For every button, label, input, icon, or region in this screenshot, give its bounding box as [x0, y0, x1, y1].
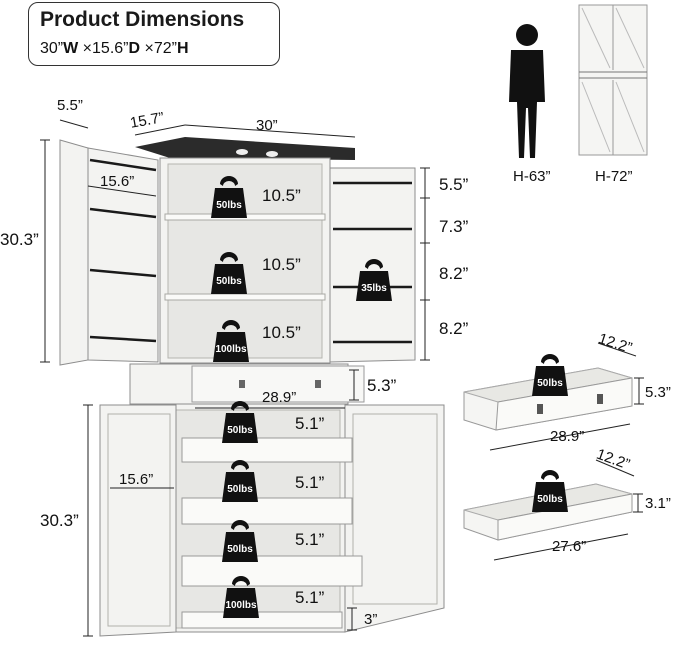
weight-label: 50lbs: [537, 494, 563, 505]
weight-label: 50lbs: [216, 200, 242, 211]
cabinet-height-label: H-72”: [595, 168, 633, 185]
weight-label: 100lbs: [225, 600, 257, 611]
drawer-height-label: 5.1”: [295, 473, 325, 492]
weight-label: 50lbs: [216, 276, 242, 287]
bottom-right-door: [344, 404, 445, 633]
overall-height: 72”: [153, 40, 177, 57]
kettlebell-weight-icon: 50lbs: [222, 520, 258, 562]
person-height-label: H-63”: [513, 168, 551, 185]
weight-label: 50lbs: [537, 378, 563, 389]
kettlebell-weight-icon: 50lbs: [532, 354, 568, 396]
middle-drawer: [129, 363, 365, 405]
middle-drawer-front: [191, 365, 365, 403]
weight-label: 100lbs: [215, 344, 247, 355]
overall-dimensions: 30”W ×15.6”D ×72”H: [40, 40, 189, 58]
depth-unit: D: [128, 40, 141, 57]
middle-drawer-height-label: 5.3”: [367, 376, 397, 395]
top-countertop: [135, 137, 355, 160]
kettlebell-weight-icon: 50lbs: [532, 470, 568, 512]
pull-out-drawer: [181, 437, 353, 463]
top-cabinet: [59, 137, 416, 366]
title-box: [28, 2, 280, 66]
pull-out-drawer: [181, 497, 353, 525]
kettlebell-weight-icon: 100lbs: [213, 320, 249, 362]
kettlebell-weight-icon: 50lbs: [222, 401, 258, 443]
bottom-cabinet: [99, 403, 445, 637]
bottom-height-label: 30.3”: [40, 511, 79, 530]
drawer-height-label: 5.1”: [295, 530, 325, 549]
top-height-label: 30.3”: [0, 230, 39, 249]
pull-out-drawer: [181, 611, 343, 629]
right-door: [329, 167, 416, 363]
dim-separator: ×: [78, 40, 93, 57]
shelf: [164, 293, 326, 301]
page-title: Product Dimensions: [40, 8, 245, 31]
door-rack-height-label: 5.5”: [439, 175, 469, 194]
weight-label: 35lbs: [361, 283, 387, 294]
kettlebell-weight-icon: 50lbs: [222, 460, 258, 502]
drawer-height-label: 5.1”: [295, 588, 325, 607]
shelf-height-label: 10.5”: [262, 186, 301, 205]
pull-out-drawer: [181, 555, 363, 587]
kettlebell-weight-icon: 50lbs: [211, 252, 247, 294]
kettlebell-weight-icon: 50lbs: [211, 176, 247, 218]
drawer-height-label: 5.1”: [295, 414, 325, 433]
left-door-edge: [59, 139, 89, 366]
door-rack-height-label: 8.2”: [439, 319, 469, 338]
door-rack-height-label: 7.3”: [439, 217, 469, 236]
middle-drawer-width-label: 28.9”: [262, 389, 297, 406]
dim-separator: ×: [140, 40, 154, 57]
top-inner-depth-label: 15.6”: [100, 173, 135, 190]
detail-top-height-label: 5.3”: [645, 384, 671, 401]
overall-depth: 15.6”: [92, 40, 129, 57]
top-width-label: 30”: [256, 117, 278, 134]
cabinet-thumbnail: [578, 4, 648, 156]
bottom-inner-depth-label: 15.6”: [119, 471, 154, 488]
kettlebell-weight-icon: 35lbs: [356, 259, 392, 301]
height-unit: H: [176, 40, 189, 57]
shelf-height-label: 10.5”: [262, 323, 301, 342]
weight-label: 50lbs: [227, 425, 253, 436]
detail-bottom-height-label: 3.1”: [645, 495, 671, 512]
person-silhouette-icon: [509, 24, 545, 158]
shelf-height-label: 10.5”: [262, 255, 301, 274]
weight-label: 50lbs: [227, 484, 253, 495]
bottom-left-door: [99, 404, 177, 637]
base-height-label: 3”: [364, 611, 378, 628]
cable-hole: [266, 151, 278, 157]
overall-width: 30”: [40, 40, 64, 57]
cable-hole: [236, 149, 248, 155]
top-interior: [167, 163, 323, 359]
kettlebell-weight-icon: 100lbs: [223, 576, 259, 618]
detail-bottom-width-label: 27.6”: [552, 538, 587, 555]
weight-label: 50lbs: [227, 544, 253, 555]
left-door: [87, 147, 159, 363]
door-rack-height-label: 8.2”: [439, 264, 469, 283]
detail-top-width-label: 28.9”: [550, 428, 585, 445]
dimension-lines: [40, 119, 430, 637]
width-unit: W: [63, 40, 79, 57]
door-depth-label: 5.5”: [57, 97, 83, 114]
